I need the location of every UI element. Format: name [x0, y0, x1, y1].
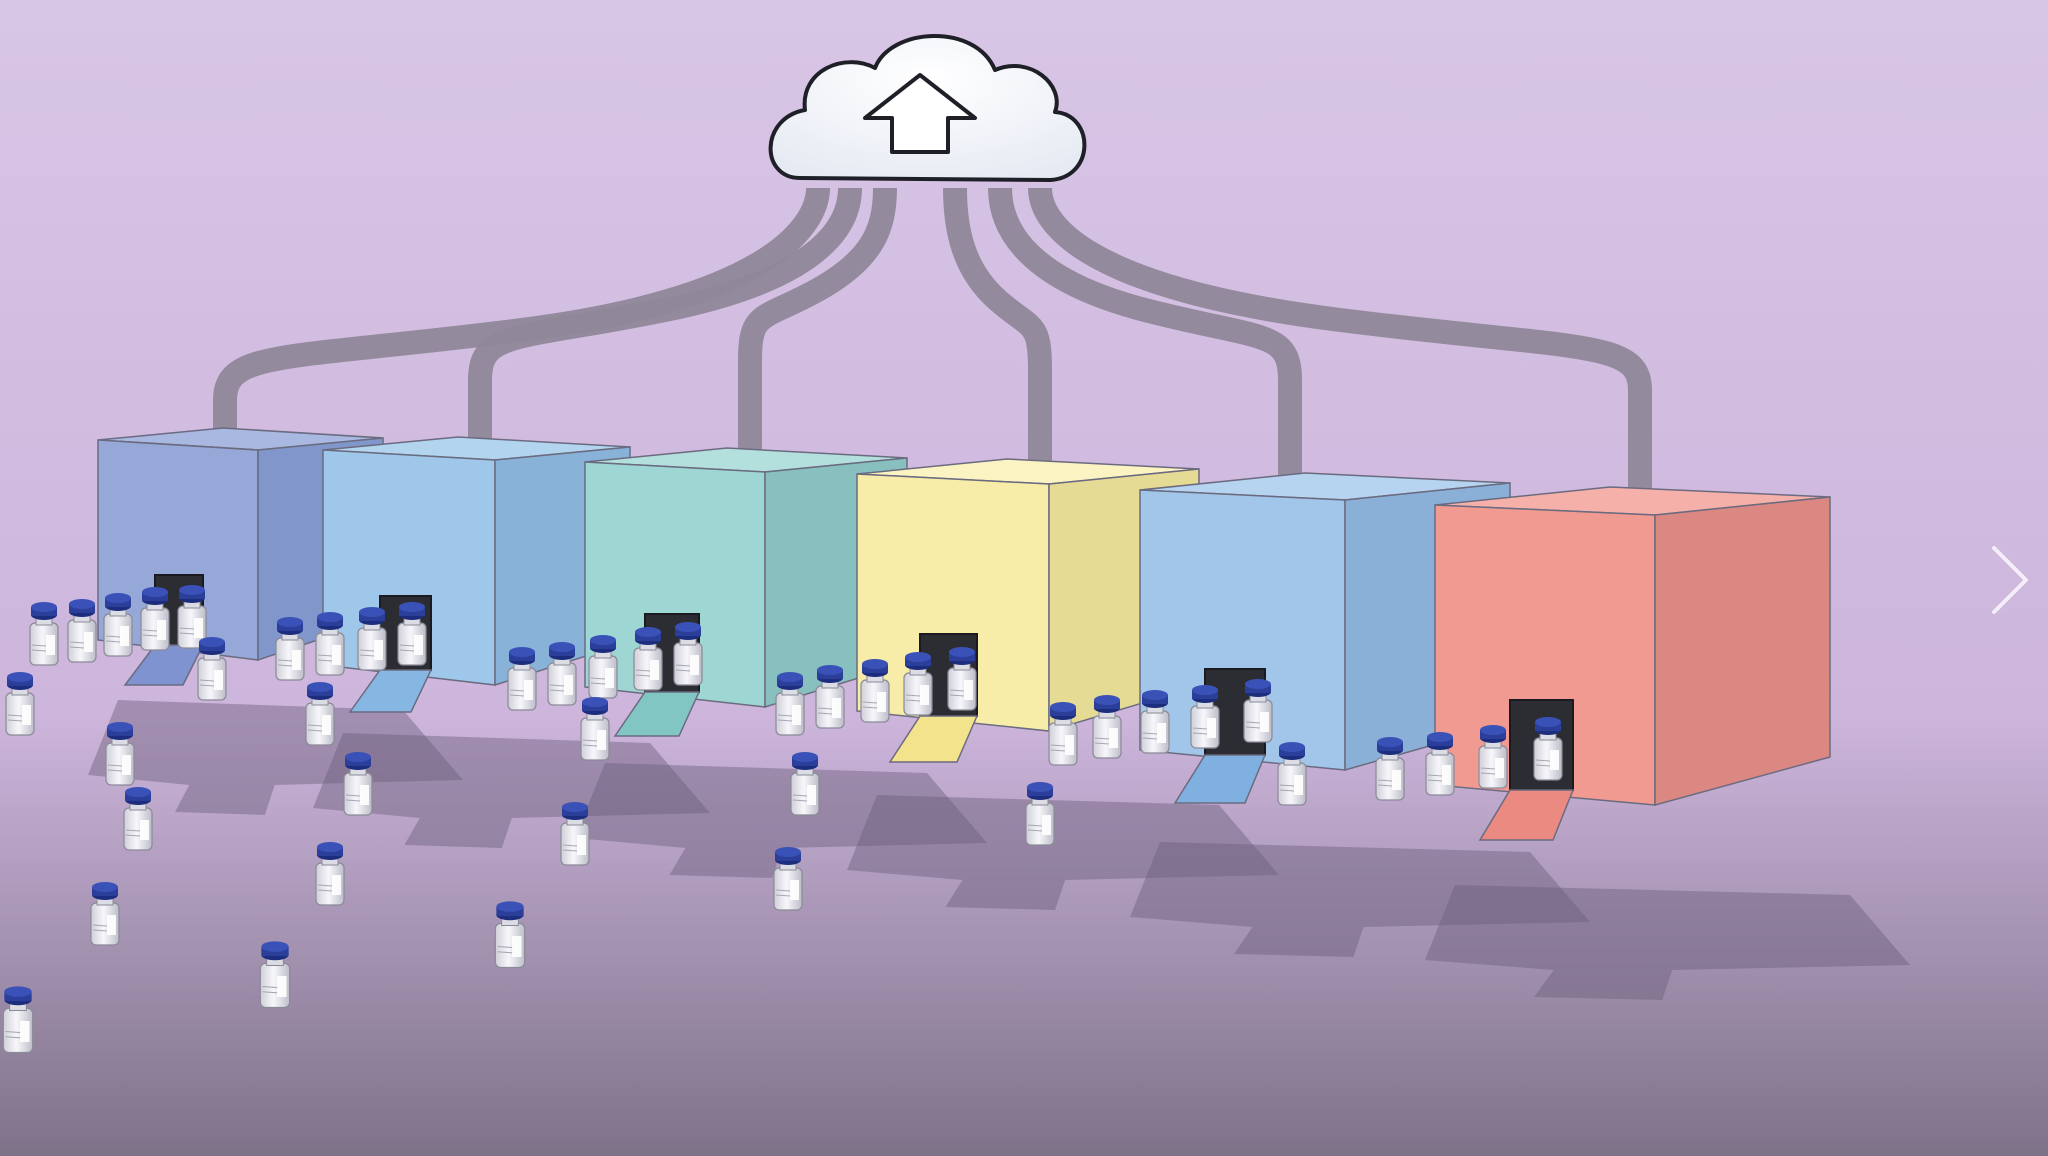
chevron-right-icon [1992, 546, 2028, 614]
sample-vial [560, 802, 590, 866]
sample-vial [315, 612, 345, 676]
sample-vial [315, 842, 345, 906]
sample-vial [775, 672, 805, 736]
sample-vial [197, 637, 227, 701]
instrument-shadow [1425, 885, 1910, 1000]
instrument-shadow [575, 763, 987, 878]
sample-vial [259, 941, 291, 1009]
sample-vial [67, 599, 97, 663]
sample-vial [1375, 737, 1405, 801]
sample-vial [1092, 695, 1122, 759]
sample-vial [1140, 690, 1170, 754]
data-pipe [1028, 187, 1652, 493]
instrument-shadow [1130, 842, 1590, 957]
sample-vial [580, 697, 610, 761]
sample-vial [5, 672, 35, 736]
sample-vial [673, 622, 703, 686]
cloud-upload-icon [768, 34, 1087, 182]
next-slide-button[interactable] [1980, 540, 2040, 620]
sample-vial [815, 665, 845, 729]
sample-vial [494, 901, 526, 969]
sample-vial [1425, 732, 1455, 796]
floor-shadows [88, 700, 1910, 1000]
sample-vial [140, 587, 170, 651]
sample-vial [103, 593, 133, 657]
sample-vial [588, 635, 618, 699]
sample-vial [1025, 782, 1055, 846]
sample-vial [2, 986, 34, 1054]
sample-vial [1190, 685, 1220, 749]
sample-vial [790, 752, 820, 816]
sample-vial [177, 585, 207, 649]
sample-vial [947, 647, 977, 711]
sample-vial [633, 627, 663, 691]
instrument-tray [1478, 789, 1575, 841]
sample-vial [507, 647, 537, 711]
instrument-shadow [88, 700, 463, 815]
sample-vial [1533, 717, 1563, 781]
sample-vial [397, 602, 427, 666]
data-pipe [943, 187, 1052, 465]
instrument-shadow [313, 733, 710, 848]
sample-vial [275, 617, 305, 681]
sample-vial [1277, 742, 1307, 806]
sample-vial [90, 882, 120, 946]
data-pipe [988, 187, 1302, 479]
sample-vial [547, 642, 577, 706]
sample-vial [105, 722, 135, 786]
data-pipe [468, 187, 862, 443]
sample-vial [860, 659, 890, 723]
sample-vial [903, 652, 933, 716]
sample-vial [1478, 725, 1508, 789]
sample-vial [1243, 679, 1273, 743]
sample-vial [305, 682, 335, 746]
sample-vial [123, 787, 153, 851]
sample-vial [1048, 702, 1078, 766]
data-pipe [738, 187, 897, 454]
instrument-side [1654, 496, 1831, 806]
sample-vial [343, 752, 373, 816]
instrument-tray [613, 691, 701, 737]
sample-vial [773, 847, 803, 911]
data-pipes [213, 187, 1652, 493]
instrument-shadow [847, 795, 1279, 910]
sample-vial [29, 602, 59, 666]
sample-vial [357, 607, 387, 671]
sample-vials [2, 585, 1563, 1054]
instrument-tray [888, 715, 979, 763]
instrument-tray [1173, 754, 1267, 804]
instrument-tray [348, 669, 433, 713]
